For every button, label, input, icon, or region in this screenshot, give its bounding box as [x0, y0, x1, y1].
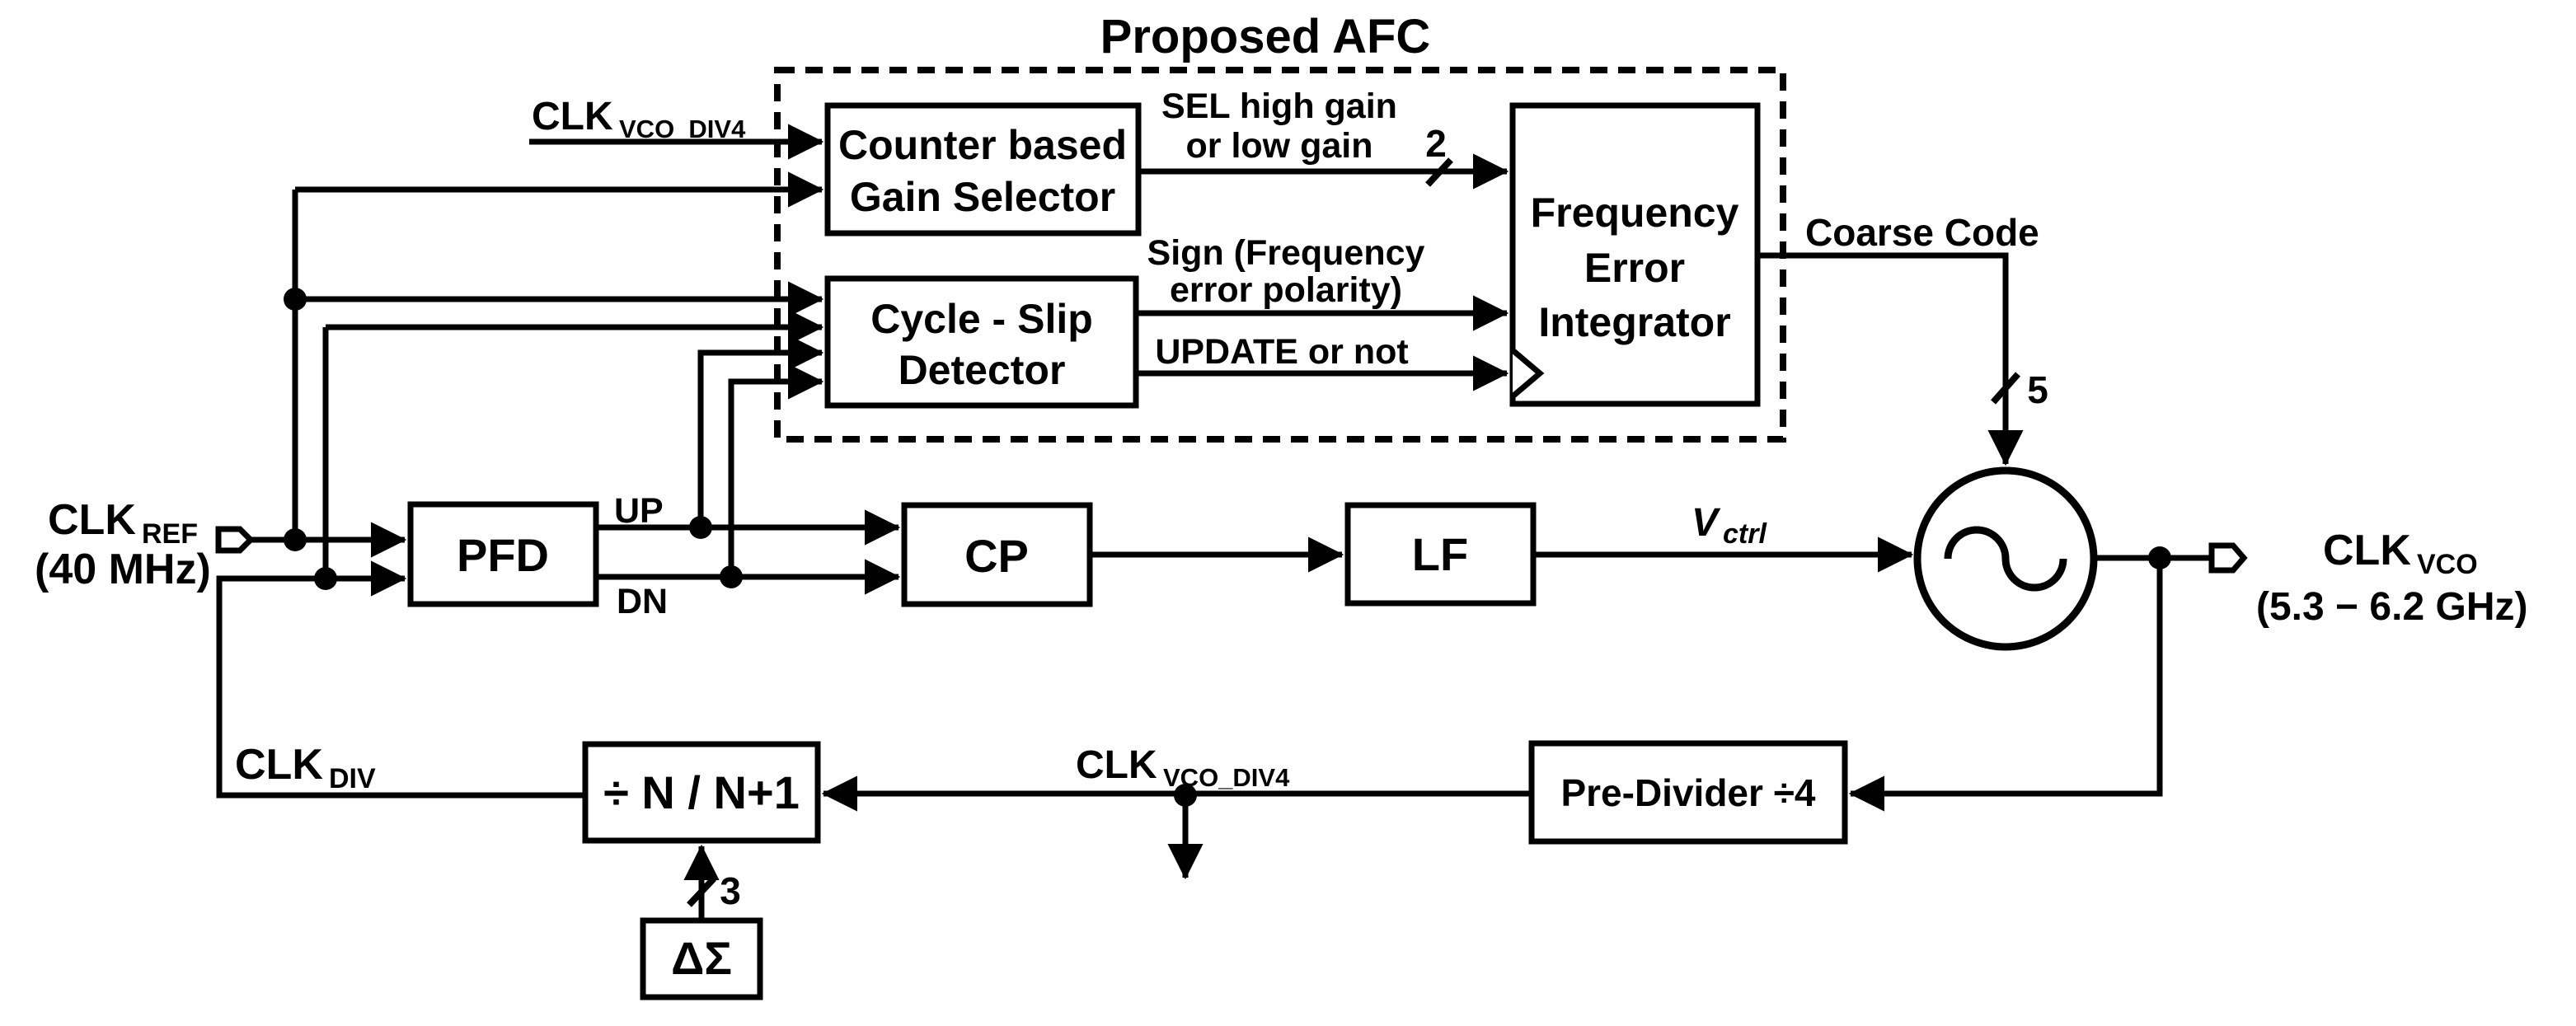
- wire-coarse-code-to-vco: [1757, 252, 2024, 466]
- block-vco: [1913, 466, 2098, 651]
- block-frequency-error-integrator: Frequency Error Integrator: [1509, 102, 1761, 407]
- clkvco-label: CLK: [2323, 527, 2411, 574]
- lf-label: LF: [1412, 528, 1468, 580]
- wire-clkdiv-to-pfd: [216, 560, 585, 799]
- junction-dots: [284, 288, 2171, 807]
- clkdiv-subscript: DIV: [329, 763, 376, 794]
- coarse-code-bus-width: 5: [2027, 368, 2048, 411]
- junction-clkvcodiv4: [1174, 784, 1197, 807]
- clkvcodiv4-afc-label: CLK: [532, 95, 613, 138]
- block-cycle-slip-detector: Cycle - Slip Detector: [824, 275, 1139, 409]
- sign-label-line2: error polarity): [1170, 270, 1402, 310]
- counter-gain-selector-label-line2: Gain Selector: [850, 174, 1115, 220]
- wires: [216, 124, 2212, 921]
- up-label: UP: [614, 491, 664, 531]
- vco-sine-wave-icon: [1944, 526, 2067, 592]
- sel-gain-label-line2: or low gain: [1186, 126, 1373, 166]
- dn-label: DN: [617, 582, 668, 621]
- wire-vco-to-predivider: [1848, 558, 2163, 812]
- junction-dn: [720, 565, 743, 588]
- sign-label-line1: Sign (Frequency: [1147, 233, 1425, 273]
- junction-clkref-tap: [284, 288, 307, 311]
- coarse-code-label: Coarse Code: [1805, 211, 2039, 254]
- delta-sigma-bus-width: 3: [720, 869, 741, 912]
- clkvco-subscript: VCO: [2417, 549, 2478, 580]
- block-counter-gain-selector: Counter based Gain Selector: [824, 102, 1142, 237]
- update-label: UPDATE or not: [1155, 332, 1408, 372]
- pre-divider-box: [1528, 740, 1848, 845]
- cp-label: CP: [964, 530, 1029, 582]
- pfd-box: [407, 501, 599, 607]
- vctrl-subscript: ctrl: [1723, 518, 1767, 550]
- block-pfd: PFD: [407, 501, 599, 607]
- bus-slash-5bit: [1991, 372, 2020, 405]
- lf-box: [1344, 502, 1537, 607]
- vctrl-label: V: [1692, 501, 1721, 545]
- signal-labels: CLK REF (40 MHz) CLK VCO (5.3 − 6.2 GHz)…: [35, 87, 2527, 912]
- junction-clkref: [284, 528, 307, 551]
- junction-up: [689, 516, 712, 539]
- bus-slash-3bit: [687, 876, 716, 907]
- fei-label-line2: Error: [1584, 245, 1685, 291]
- bus-slashes: [687, 157, 2020, 907]
- cp-box: [901, 502, 1093, 607]
- pfd-label: PFD: [457, 529, 549, 581]
- bus-slash-2bit: [1425, 157, 1453, 187]
- clkvcodiv4-loop-label: CLK: [1076, 743, 1157, 787]
- frequency-error-integrator-box: [1509, 102, 1761, 407]
- clkref-input-port-icon: [215, 526, 255, 554]
- counter-gain-selector-label-line1: Counter based: [838, 122, 1127, 168]
- delta-sigma-box: [640, 917, 763, 1000]
- diagram-title: Proposed AFC: [1100, 10, 1431, 63]
- junction-clkdiv: [314, 567, 337, 590]
- n-divider-box: [582, 741, 821, 844]
- clkvco-range-label: (5.3 − 6.2 GHz): [2256, 585, 2527, 629]
- cycle-slip-label-line1: Cycle - Slip: [870, 296, 1093, 342]
- n-divider-label: ÷ N / N+1: [603, 766, 800, 818]
- clkref-subscript: REF: [142, 518, 198, 550]
- fei-label-line3: Integrator: [1538, 299, 1730, 345]
- sel-gain-bus-width: 2: [1425, 122, 1447, 165]
- wire-up-to-cycle-slip: [697, 335, 824, 527]
- block-lf: LF: [1344, 502, 1537, 607]
- cycle-slip-detector-box: [824, 275, 1139, 409]
- pre-divider-label: Pre-Divider ÷4: [1560, 771, 1815, 814]
- clock-input-chevron-icon: [1510, 348, 1545, 399]
- junction-vco-output: [2148, 546, 2171, 569]
- clkvcodiv4-afc-subscript: VCO_DIV4: [619, 115, 746, 143]
- clkdiv-label: CLK: [235, 741, 323, 789]
- cycle-slip-label-line2: Detector: [899, 347, 1066, 393]
- clkvcodiv4-loop-subscript: VCO_DIV4: [1163, 763, 1290, 792]
- wire-dn-to-cycle-slip: [728, 363, 824, 577]
- clkref-label: CLK: [48, 496, 136, 544]
- clkref-frequency-label: (40 MHz): [35, 546, 211, 593]
- fei-label-line1: Frequency: [1531, 190, 1739, 236]
- block-n-divider: ÷ N / N+1: [582, 741, 821, 844]
- counter-gain-selector-box: [824, 102, 1142, 237]
- clkvco-output-port-icon: [2208, 542, 2248, 574]
- sel-gain-label-line1: SEL high gain: [1161, 87, 1397, 126]
- block-pre-divider: Pre-Divider ÷4: [1528, 740, 1848, 845]
- block-cp: CP: [901, 502, 1093, 607]
- block-delta-sigma: ΔΣ: [640, 917, 763, 1000]
- delta-sigma-label: ΔΣ: [671, 932, 732, 984]
